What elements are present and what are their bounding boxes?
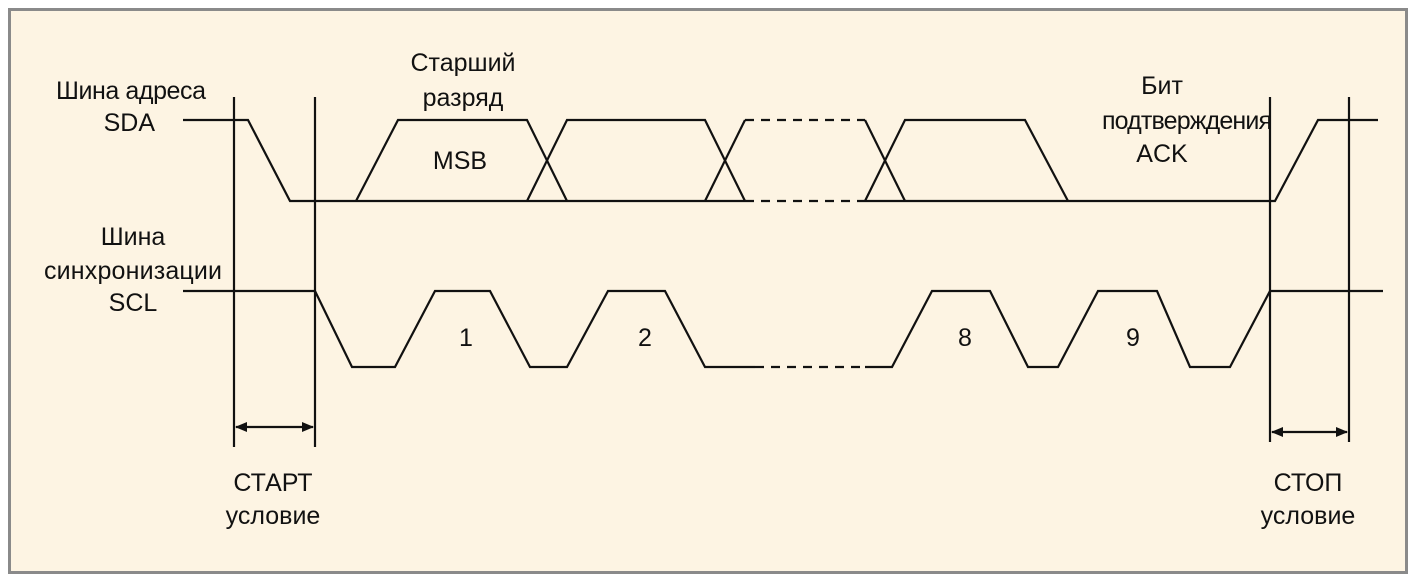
sda-label-line1: Шина адреса bbox=[56, 77, 206, 105]
scl-label-line1: Шина bbox=[101, 223, 166, 251]
ack-label-line1: Бит bbox=[1141, 72, 1183, 100]
ack-label-line3: ACK bbox=[1136, 140, 1188, 168]
msb-label-line1: Старший bbox=[410, 49, 515, 77]
scl-label-line2: синхронизации bbox=[44, 257, 222, 285]
msb-label-line2: разряд bbox=[423, 84, 504, 112]
scl-waveform bbox=[183, 289, 1383, 369]
scl-label-line3: SCL bbox=[109, 289, 158, 317]
sda-label-line2: SDA bbox=[104, 109, 156, 137]
clock-number-2: 2 bbox=[638, 324, 652, 352]
start-label-line1: СТАРТ bbox=[233, 469, 312, 497]
ack-label-line2: подтверждения bbox=[1102, 107, 1272, 135]
sda-waveform bbox=[183, 118, 1378, 203]
stop-label-line2: условие bbox=[1261, 502, 1356, 530]
stop-label-line1: СТОП bbox=[1274, 469, 1343, 497]
start-label-line2: условие bbox=[226, 502, 321, 530]
clock-number-9: 9 bbox=[1126, 324, 1140, 352]
clock-number-1: 1 bbox=[459, 324, 473, 352]
msb-inner-label: MSB bbox=[433, 147, 487, 175]
clock-number-8: 8 bbox=[958, 324, 972, 352]
